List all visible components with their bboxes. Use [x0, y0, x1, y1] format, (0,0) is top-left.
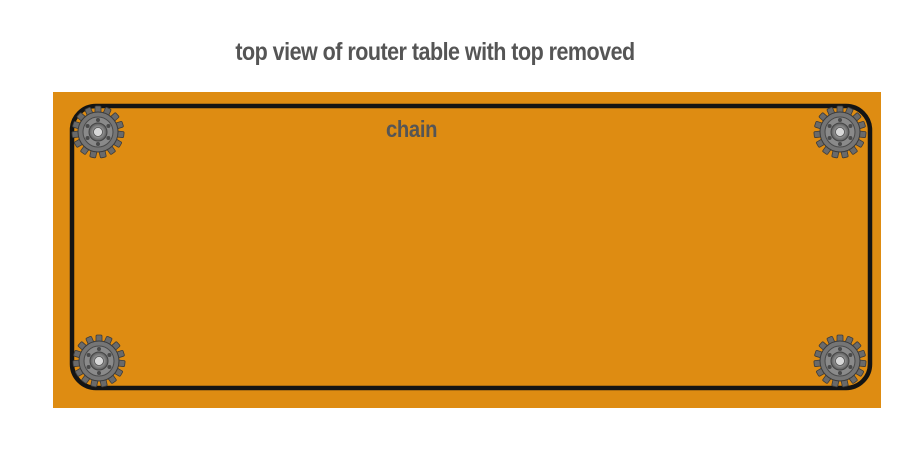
diagram-title: top view of router table with top remove… [235, 38, 635, 66]
router-table-body [53, 92, 881, 408]
chain-loop [69, 103, 873, 391]
chain-label: chain [386, 116, 438, 142]
